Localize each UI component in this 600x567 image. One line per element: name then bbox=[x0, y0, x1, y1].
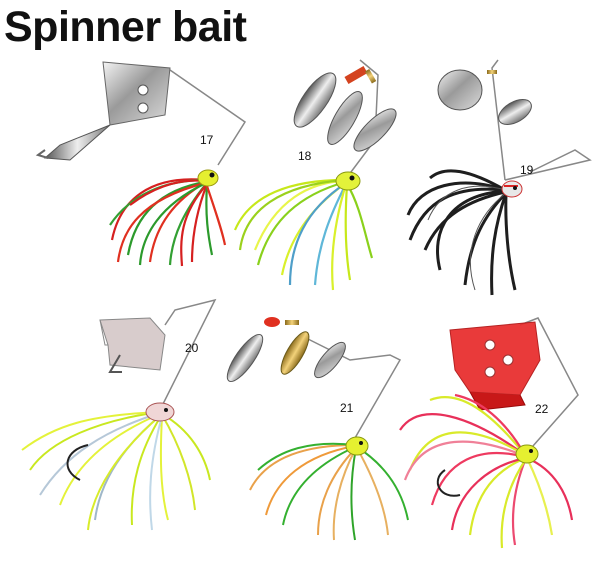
page-title: Spinner bait bbox=[4, 3, 247, 51]
lure-21 bbox=[226, 317, 409, 541]
lure-number-20: 20 bbox=[185, 341, 199, 355]
lure-20 bbox=[21, 298, 217, 531]
lure-17 bbox=[35, 61, 247, 267]
lure-number-21: 21 bbox=[340, 401, 354, 415]
lure-number-17: 17 bbox=[200, 133, 214, 147]
lure-number-22: 22 bbox=[535, 402, 549, 416]
lure-number-19: 19 bbox=[520, 163, 534, 177]
lure-number-18: 18 bbox=[298, 149, 312, 163]
lure-18 bbox=[233, 59, 397, 291]
lure-22 bbox=[399, 317, 579, 549]
lure-19 bbox=[406, 59, 592, 296]
